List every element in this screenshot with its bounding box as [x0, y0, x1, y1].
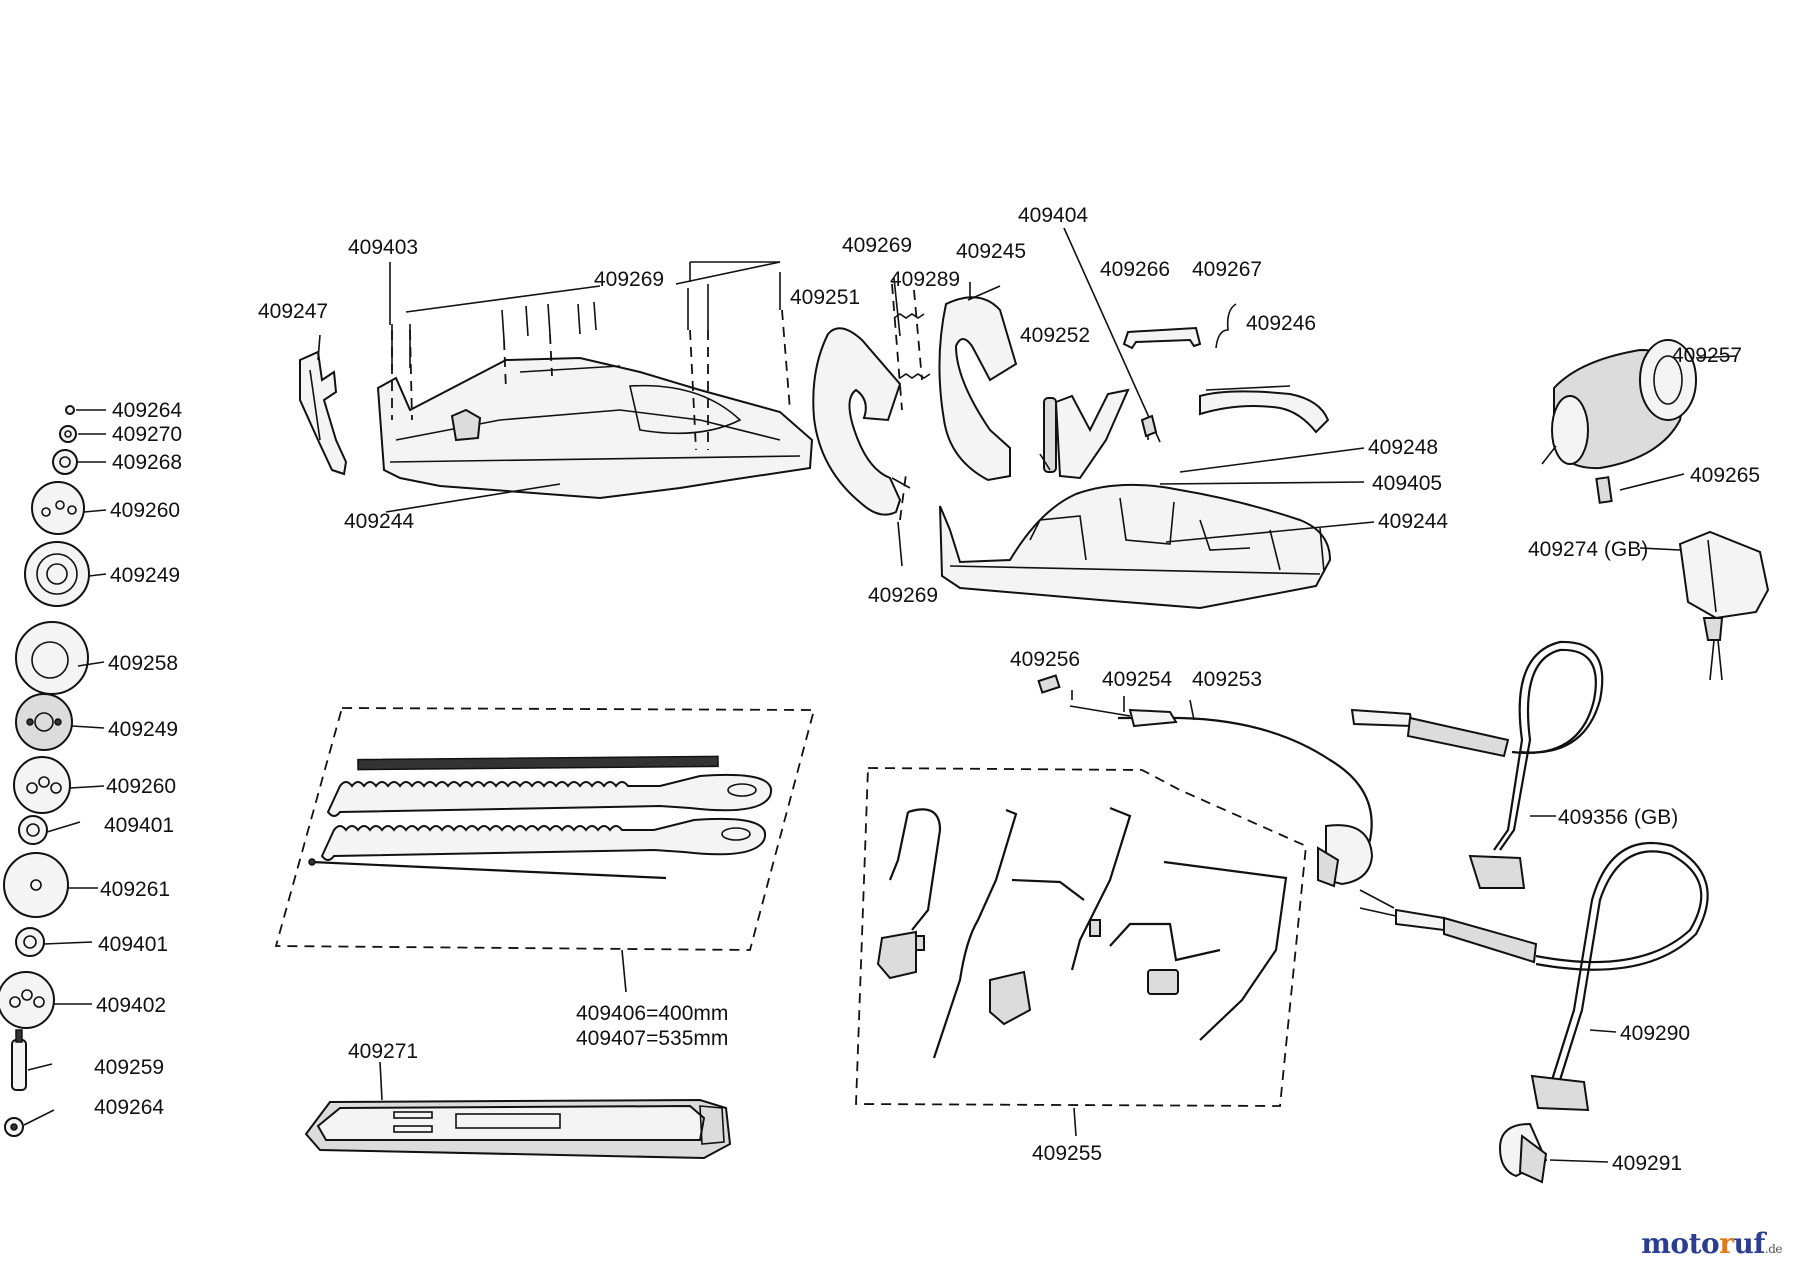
label-409404: 409404 [1018, 204, 1088, 227]
label-409260: 409260 [110, 499, 180, 522]
label-409247: 409247 [258, 300, 328, 323]
label-409268: 409268 [112, 451, 182, 474]
springs [891, 277, 931, 411]
label-409244: 409244 [344, 510, 414, 533]
label-409249: 409249 [108, 718, 178, 741]
label-409248: 409248 [1368, 436, 1438, 459]
label-409264: 409264 [94, 1096, 164, 1119]
label-409256: 409256 [1010, 648, 1080, 671]
label-409265: 409265 [1690, 464, 1760, 487]
switch-wiring-set: 409255 [855, 767, 1307, 1165]
label-409264: 409264 [112, 399, 182, 422]
label-409290: 409290 [1620, 1022, 1690, 1045]
handles: 409269 409289 409245 409251 409252 40926… [790, 234, 1130, 607]
motor-and-plug: 409257 409265 409274 (GB) [1528, 339, 1770, 681]
label-409244: 409244 [1378, 510, 1448, 533]
label-409269: 409269 [594, 268, 664, 291]
label-409249: 409249 [110, 564, 180, 587]
motoruf-logo: motoruf.de [1641, 1227, 1782, 1260]
label-409261: 409261 [100, 878, 170, 901]
blade-guard: 409271 [304, 1040, 732, 1160]
label-409254: 409254 [1102, 668, 1172, 691]
label-409259: 409259 [94, 1056, 164, 1079]
label-409255: 409255 [1032, 1142, 1102, 1165]
label-409271: 409271 [348, 1040, 418, 1063]
label-409258: 409258 [108, 652, 178, 675]
label-409253: 409253 [1192, 668, 1262, 691]
label-409401: 409401 [98, 933, 168, 956]
blade-set: 409406=400mm 409407=535mm [274, 707, 816, 1050]
left-housing-half: 409403 409269 409247 409244 [258, 236, 814, 533]
label-409257: 409257 [1672, 344, 1742, 367]
mains-cable: 409256 409254 409253 [1010, 648, 1374, 888]
label-409260: 409260 [106, 775, 176, 798]
right-housing-half: 409404 409266 409267 409246 409248 40940… [939, 204, 1448, 610]
label-409251: 409251 [790, 286, 860, 309]
label-409407: 409407=535mm [576, 1027, 728, 1050]
label-409266: 409266 [1100, 258, 1170, 281]
left-column-parts: 409264 409270 409268 409260 409249 40925… [0, 399, 182, 1137]
label-409406: 409406=400mm [576, 1002, 728, 1025]
label-409267: 409267 [1192, 258, 1262, 281]
label-409274: 409274 (GB) [1528, 538, 1648, 561]
gb-cable: 409356 (GB) [1350, 640, 1678, 889]
screws-left-housing [391, 272, 791, 451]
label-409246: 409246 [1246, 312, 1316, 335]
label-409291: 409291 [1612, 1152, 1682, 1175]
label-409402: 409402 [96, 994, 166, 1017]
eu-cable: 409290 409291 [1359, 841, 1709, 1184]
label-409403: 409403 [348, 236, 418, 259]
label-409269: 409269 [868, 584, 938, 607]
label-409269: 409269 [842, 234, 912, 257]
label-409245: 409245 [956, 240, 1026, 263]
label-409401: 409401 [104, 814, 174, 837]
label-409270: 409270 [112, 423, 182, 446]
label-409405: 409405 [1372, 472, 1442, 495]
label-409289: 409289 [890, 268, 960, 291]
label-409356: 409356 (GB) [1558, 806, 1678, 829]
label-409252: 409252 [1020, 324, 1090, 347]
